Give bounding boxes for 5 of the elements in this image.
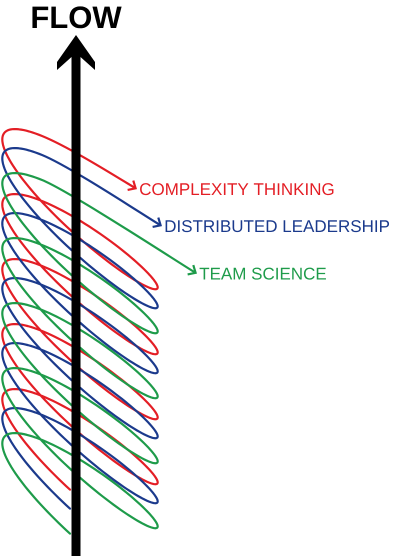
concept-label: TEAM SCIENCE bbox=[200, 268, 326, 280]
concept-label: COMPLEXITY THINKING bbox=[140, 183, 334, 196]
concept-label: DISTRIBUTED LEADERSHIP bbox=[166, 220, 390, 232]
arrow-label: FLOW bbox=[32, 6, 122, 28]
spiral-arrow bbox=[1, 172, 197, 535]
